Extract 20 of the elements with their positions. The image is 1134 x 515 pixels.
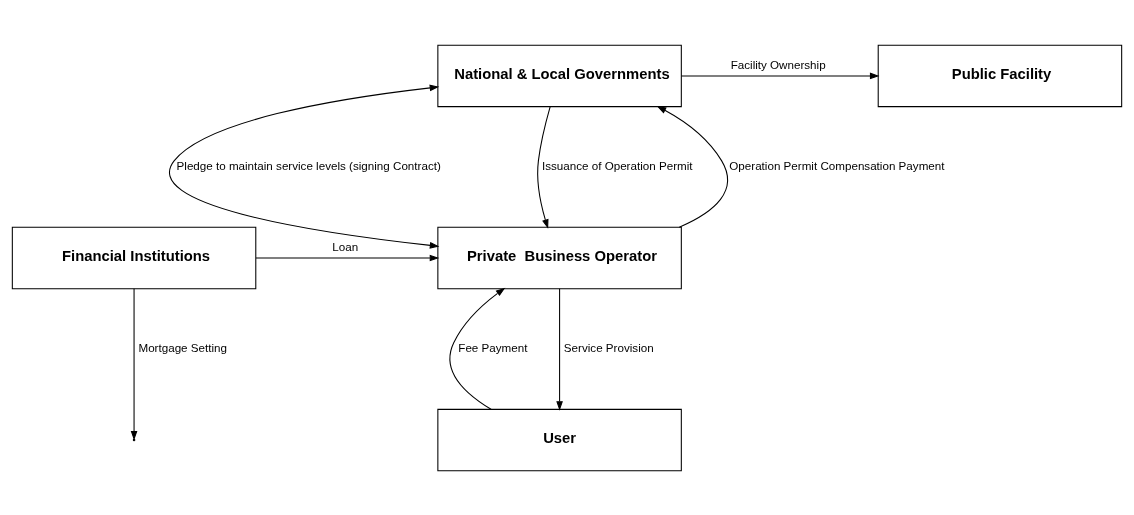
arrow bbox=[537, 105, 551, 229]
edge-label: Operation Permit Compensation Payment bbox=[729, 158, 945, 172]
node-box: Private Business Operator bbox=[437, 226, 682, 289]
edge-label: Fee Payment bbox=[458, 340, 528, 354]
arrow bbox=[449, 287, 506, 410]
edge-label: Issuance of Operation Permit bbox=[541, 158, 693, 172]
arrow bbox=[556, 287, 563, 411]
edge-label: Loan bbox=[332, 239, 359, 253]
edge-label: Service Provision bbox=[563, 340, 654, 354]
node-box: Public Facility bbox=[877, 44, 1123, 107]
arrow bbox=[680, 72, 880, 79]
edge-label: Mortgage Setting bbox=[138, 340, 227, 354]
edge-label: Pledge to maintain service levels (signing Contract) bbox=[176, 158, 441, 172]
edge-label: Facility Ownership bbox=[730, 57, 826, 71]
arrow bbox=[656, 105, 729, 228]
node-box: National & Local Governments bbox=[437, 44, 682, 107]
node-box: Financial Institutions bbox=[11, 226, 257, 289]
node-box: User bbox=[437, 408, 682, 471]
arrow bbox=[169, 84, 440, 249]
arrow bbox=[255, 254, 440, 261]
